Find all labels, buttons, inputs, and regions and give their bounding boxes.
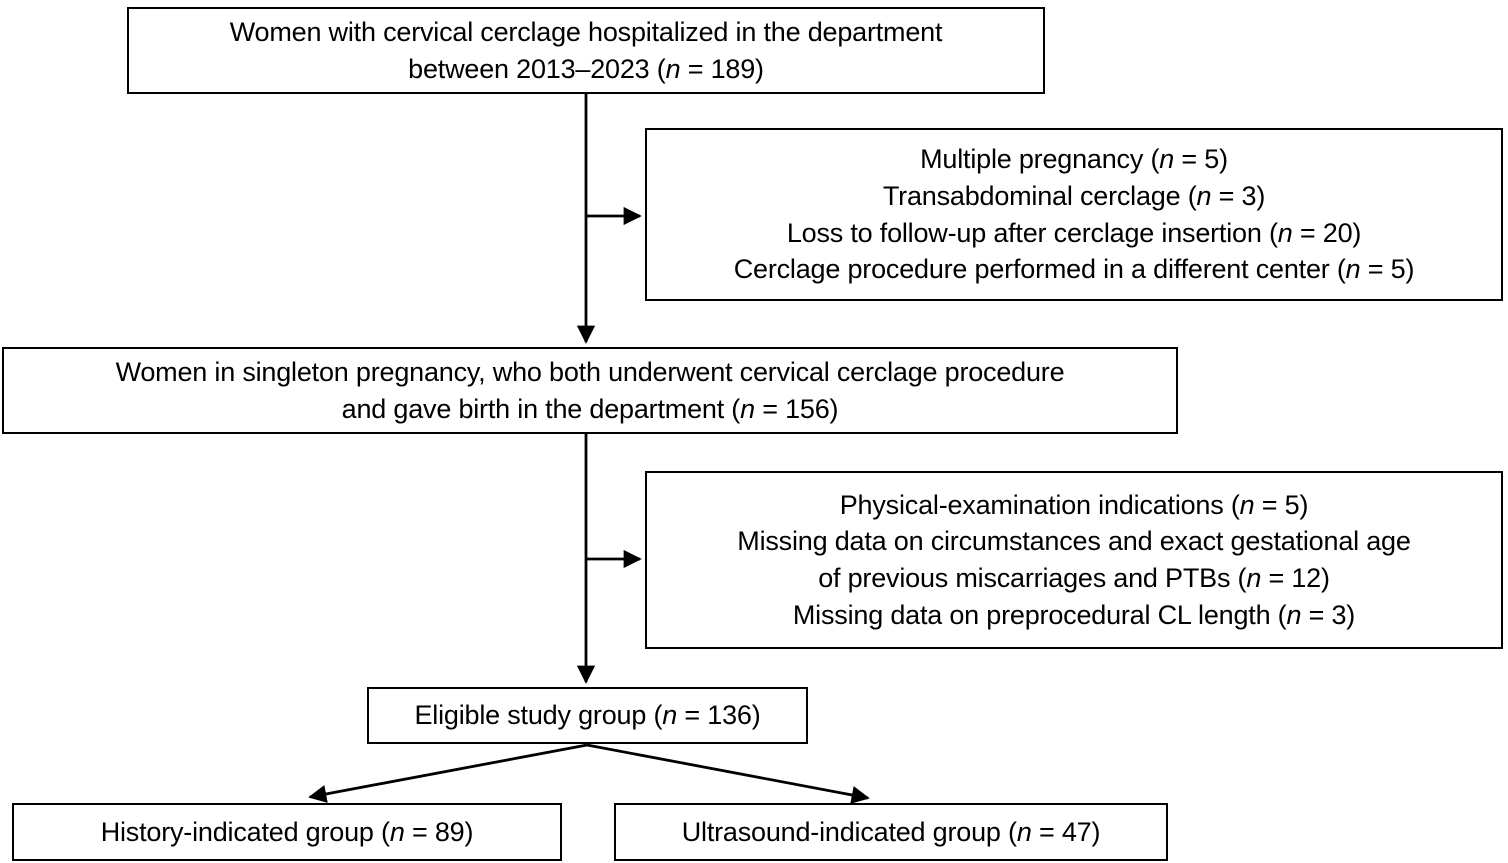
node-singleton-pregnancy: Women in singleton pregnancy, who both u… [2, 347, 1178, 434]
text-segment: = 5) [1174, 144, 1228, 175]
text-segment: = 5) [1254, 489, 1309, 520]
arrow-eligible-to-history [308, 743, 588, 803]
text-segment: Missing data on circumstances and exact … [737, 526, 1411, 557]
text-segment: = 5) [1360, 254, 1415, 285]
text-segment: Women in singleton pregnancy, who both u… [115, 356, 1065, 387]
text-line: Cerclage procedure performed in a differ… [657, 251, 1491, 288]
italic-n: n [1196, 180, 1212, 211]
text-line: Physical-examination indications (n = 5) [657, 487, 1491, 524]
arrow-eligible-to-ultrasound [586, 743, 870, 804]
text-segment: Missing data on preprocedural CL length … [792, 599, 1287, 630]
italic-n: n [1345, 254, 1361, 285]
text-line: Ultrasound-indicated group (n = 47) [626, 814, 1156, 851]
text-segment: = 189) [680, 53, 764, 84]
node-enrollment: Women with cervical cerclage hospitalize… [127, 7, 1045, 94]
node-history-indicated-group: History-indicated group (n = 89) [12, 803, 562, 861]
text-segment: Eligible study group ( [414, 700, 663, 731]
italic-n: n [1286, 599, 1302, 630]
text-segment: = 47) [1031, 816, 1101, 847]
text-segment: Cerclage procedure performed in a differ… [733, 254, 1346, 285]
node-exclusions-first: Multiple pregnancy (n = 5)Transabdominal… [645, 128, 1503, 301]
text-line: Missing data on circumstances and exact … [657, 523, 1491, 560]
text-segment: and gave birth in the department ( [341, 393, 741, 424]
text-line: Multiple pregnancy (n = 5) [657, 141, 1491, 178]
text-segment: = 12) [1261, 563, 1330, 593]
text-segment: Ultrasound-indicated group ( [681, 816, 1017, 847]
text-line: Loss to follow-up after cerclage inserti… [657, 215, 1491, 252]
node-exclusions-second: Physical-examination indications (n = 5)… [645, 471, 1503, 649]
text-segment: History-indicated group ( [100, 816, 390, 847]
text-segment: between 2013–2023 ( [408, 53, 666, 84]
italic-n: n [389, 816, 405, 847]
text-segment: of previous miscarriages and PTBs ( [818, 563, 1247, 593]
text-segment: = 3) [1211, 180, 1266, 211]
italic-n: n [1159, 144, 1175, 175]
text-line: Women in singleton pregnancy, who both u… [14, 354, 1166, 391]
text-line: Women with cervical cerclage hospitalize… [139, 14, 1033, 51]
text-segment: = 136) [677, 700, 761, 731]
italic-n: n [1246, 563, 1262, 593]
text-line: History-indicated group (n = 89) [24, 814, 550, 851]
italic-n: n [1277, 217, 1293, 248]
node-eligible-study-group: Eligible study group (n = 136) [367, 687, 808, 744]
text-segment: = 156) [754, 393, 839, 424]
text-segment: Multiple pregnancy ( [920, 144, 1160, 175]
text-segment: Loss to follow-up after cerclage inserti… [786, 217, 1278, 248]
text-segment: = 3) [1301, 599, 1356, 630]
text-line: Eligible study group (n = 136) [379, 697, 796, 734]
text-line: of previous miscarriages and PTBs (n = 1… [657, 560, 1491, 597]
node-ultrasound-indicated-group: Ultrasound-indicated group (n = 47) [614, 803, 1168, 861]
text-segment: = 20) [1292, 217, 1362, 248]
italic-n: n [1239, 489, 1255, 520]
italic-n: n [1016, 816, 1032, 847]
text-segment: Transabdominal cerclage ( [882, 180, 1197, 211]
text-line: Transabdominal cerclage (n = 3) [657, 178, 1491, 215]
text-segment: Women with cervical cerclage hospitalize… [229, 16, 943, 47]
text-line: and gave birth in the department (n = 15… [14, 391, 1166, 428]
text-line: between 2013–2023 (n = 189) [139, 51, 1033, 88]
italic-n: n [665, 53, 681, 84]
italic-n: n [740, 393, 755, 424]
text-segment: Physical-examination indications ( [839, 489, 1240, 520]
italic-n: n [662, 700, 678, 731]
text-line: Missing data on preprocedural CL length … [657, 597, 1491, 634]
text-segment: = 89) [404, 816, 474, 847]
